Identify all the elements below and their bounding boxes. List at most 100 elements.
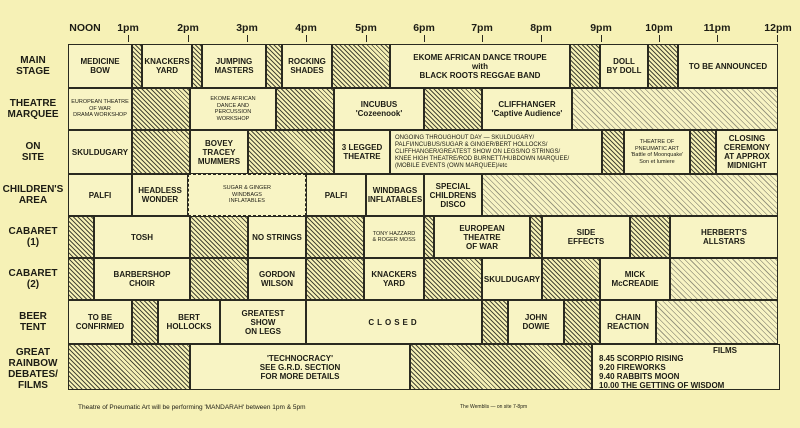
break-block [68, 216, 94, 258]
event-headless-wonder[interactable]: HEADLESS WONDER [132, 174, 188, 216]
event-barbershop[interactable]: BARBERSHOP CHOIR [94, 258, 190, 300]
event-tosh[interactable]: TOSH [94, 216, 190, 258]
break-block [424, 88, 482, 130]
footnote-pneumatic: Theatre of Pneumatic Art will be perform… [78, 404, 306, 411]
break-block [132, 88, 190, 130]
footnote-wemblis: The Wemblis — on site 7-8pm [460, 404, 528, 410]
break-block [530, 216, 542, 258]
break-block [68, 344, 190, 390]
tick [424, 35, 425, 42]
time-6pm: 6pm [413, 22, 435, 34]
event-medicine-bow[interactable]: MEDICINE BOW [68, 44, 132, 88]
time-10pm: 10pm [645, 22, 673, 34]
event-special-disco[interactable]: SPECIAL CHILDRENS DISCO [424, 174, 482, 216]
tick [247, 35, 248, 42]
tick [188, 35, 189, 42]
row-label-cabaret-2: CABARET (2) [8, 268, 58, 290]
time-7pm: 7pm [471, 22, 493, 34]
break-block [424, 216, 434, 258]
event-pneumatic-art[interactable]: THEATRE OF PNEUMATIC ART 'Battle of Moon… [624, 130, 690, 174]
time-4pm: 4pm [295, 22, 317, 34]
event-greatest-show[interactable]: GREATEST SHOW ON LEGS [220, 300, 306, 344]
event-palfi-2[interactable]: PALFI [306, 174, 366, 216]
event-cliffhanger[interactable]: CLIFFHANGER 'Captive Audience' [482, 88, 572, 130]
tick [659, 35, 660, 42]
event-closing-ceremony[interactable]: CLOSING CEREMONY AT APPROX MIDNIGHT [716, 130, 778, 174]
event-palfi-1[interactable]: PALFI [68, 174, 132, 216]
tick [541, 35, 542, 42]
time-2pm: 2pm [177, 22, 199, 34]
event-jumping-masters[interactable]: JUMPING MASTERS [202, 44, 266, 88]
event-european-workshop[interactable]: EUROPEAN THEATRE OF WAR DRAMA WORKSHOP [68, 88, 132, 130]
event-ongoing[interactable]: ONGOING THROUGHOUT DAY — SKULDUGARY/ PAL… [390, 130, 602, 174]
film-item: 9.20 FIREWORKS [599, 363, 666, 372]
break-block [68, 258, 94, 300]
break-block [248, 130, 334, 174]
break-block [306, 258, 364, 300]
event-technocracy[interactable]: 'TECHNOCRACY' SEE G.R.D. SECTION FOR MOR… [190, 344, 410, 390]
time-1pm: 1pm [117, 22, 139, 34]
break-block [192, 44, 202, 88]
time-12pm: 12pm [764, 22, 792, 34]
break-block [630, 216, 670, 258]
break-block [602, 130, 624, 174]
event-ekome-workshop[interactable]: EKOME AFRICAN DANCE AND PERCUSSION WORKS… [190, 88, 276, 130]
tick [777, 35, 778, 42]
break-block [332, 44, 390, 88]
films-box[interactable]: FILMS 8.45 SCORPIO RISING 9.20 FIREWORKS… [592, 344, 780, 390]
event-gordon-wilson[interactable]: GORDON WILSON [248, 258, 306, 300]
time-noon: NOON [69, 22, 101, 34]
event-herberts-allstars[interactable]: HERBERT'S ALLSTARS [670, 216, 778, 258]
empty-block [670, 258, 778, 300]
tick [717, 35, 718, 42]
break-block [266, 44, 282, 88]
row-label-on-site: ON SITE [21, 141, 45, 163]
event-to-be-confirmed[interactable]: TO BE CONFIRMED [68, 300, 132, 344]
tick [366, 35, 367, 42]
event-doll-by-doll[interactable]: DOLL BY DOLL [600, 44, 648, 88]
empty-block [572, 88, 778, 130]
event-skuldugary-onsite[interactable]: SKULDUGARY [68, 130, 132, 174]
tick [128, 35, 129, 42]
event-skuldugary-cabaret[interactable]: SKULDUGARY [482, 258, 542, 300]
event-to-be-announced[interactable]: TO BE ANNOUNCED [678, 44, 778, 88]
film-item: 10.00 THE GETTING OF WISDOM [599, 381, 725, 390]
break-block [570, 44, 600, 88]
tick [482, 35, 483, 42]
film-item: 9.40 RABBITS MOON [599, 372, 680, 381]
row-label-beer-tent: BEER TENT [19, 311, 47, 333]
event-european-war[interactable]: EUROPEAN THEATRE OF WAR [434, 216, 530, 258]
event-mick-mccreadie[interactable]: MICK McCREADIE [600, 258, 670, 300]
break-block [564, 300, 600, 344]
event-knackers-yard-main[interactable]: KNACKERS YARD [142, 44, 192, 88]
tick [601, 35, 602, 42]
time-9pm: 9pm [590, 22, 612, 34]
films-title: FILMS [713, 346, 737, 355]
break-block [690, 130, 716, 174]
event-knackers-yard-cabaret[interactable]: KNACKERS YARD [364, 258, 424, 300]
break-block [190, 216, 248, 258]
break-block [482, 300, 508, 344]
event-bert-hollocks[interactable]: BERT HOLLOCKS [158, 300, 220, 344]
event-three-legged[interactable]: 3 LEGGED THEATRE [334, 130, 390, 174]
event-windbags[interactable]: WINDBAGS INFLATABLES [366, 174, 424, 216]
event-john-dowie[interactable]: JOHN DOWIE [508, 300, 564, 344]
time-5pm: 5pm [355, 22, 377, 34]
event-side-effects[interactable]: SIDE EFFECTS [542, 216, 630, 258]
empty-block [656, 300, 778, 344]
event-chain-reaction[interactable]: CHAIN REACTION [600, 300, 656, 344]
event-rocking-shades[interactable]: ROCKING SHADES [282, 44, 332, 88]
break-block [424, 258, 482, 300]
break-block [648, 44, 678, 88]
event-sugar-ginger[interactable]: SUGAR & GINGER WINDBAGS INFLATABLES [188, 174, 306, 216]
event-hazzard-moss[interactable]: TONY HAZZARD & ROGER MOSS [364, 216, 424, 258]
break-block [190, 258, 248, 300]
break-block [276, 88, 334, 130]
event-closed[interactable]: CLOSED [306, 300, 482, 344]
row-label-theatre-marquee: THEATRE MARQUEE [7, 98, 59, 120]
event-no-strings[interactable]: NO STRINGS [248, 216, 306, 258]
event-incubus[interactable]: INCUBUS 'Cozeenook' [334, 88, 424, 130]
break-block [132, 44, 142, 88]
event-ekome-main[interactable]: EKOME AFRICAN DANCE TROUPE with BLACK RO… [390, 44, 570, 88]
event-bovey-tracey[interactable]: BOVEY TRACEY MUMMERS [190, 130, 248, 174]
